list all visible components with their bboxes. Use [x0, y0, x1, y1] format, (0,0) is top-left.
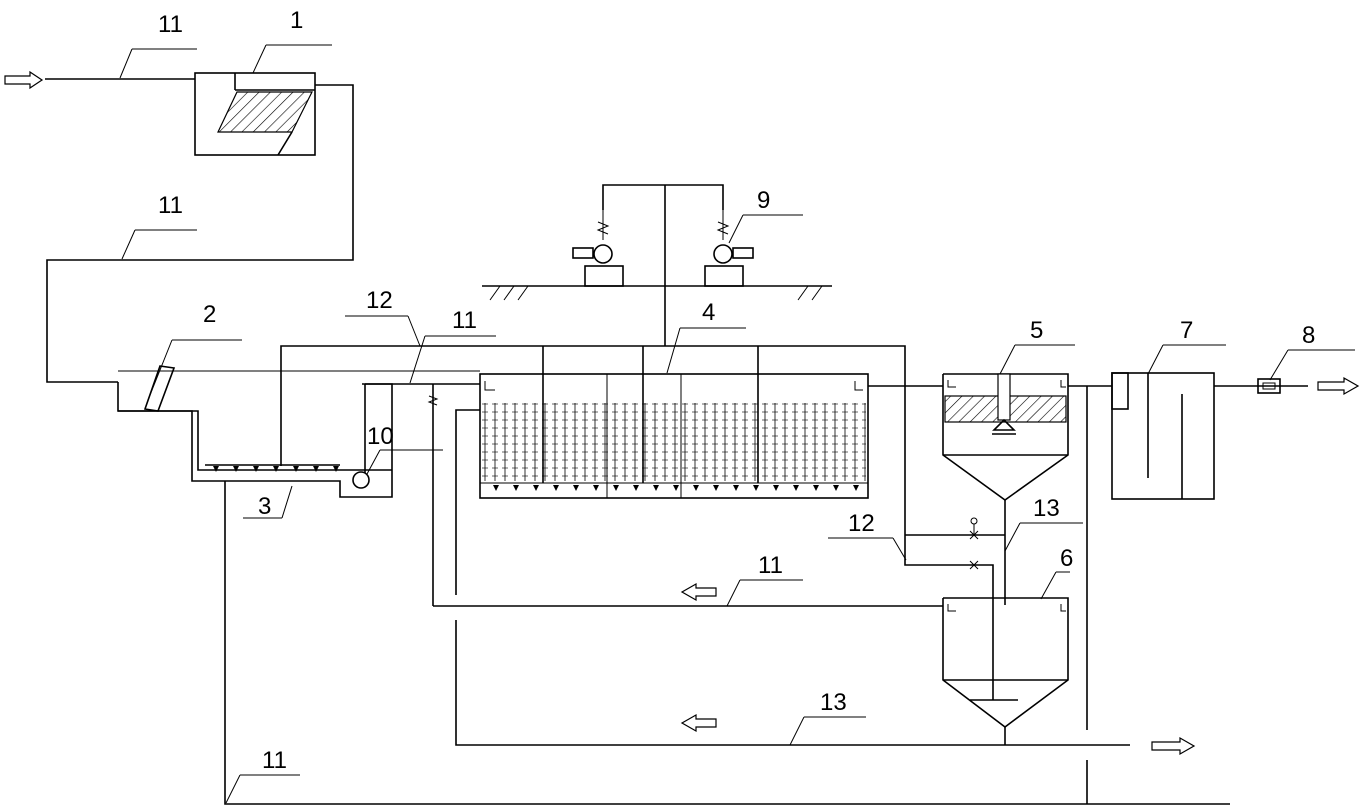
blower-left: [572, 210, 624, 287]
blower-right: [704, 210, 754, 287]
screen-unit: [194, 72, 316, 156]
label-6: 6: [1060, 545, 1073, 572]
label-5: 5: [1030, 317, 1043, 344]
label-9: 9: [757, 187, 770, 214]
return-arrow-lower: [680, 713, 717, 733]
sludge-out-arrow: [1151, 736, 1196, 756]
label-8: 8: [1302, 322, 1315, 349]
pipe-screen-to-grit: [46, 84, 354, 383]
valve-lower: [969, 560, 979, 570]
ground-line: [482, 285, 832, 301]
label-1: 1: [290, 7, 303, 34]
label-13-lower: 13: [820, 689, 847, 716]
blower-header: [602, 184, 724, 210]
sludge-discharge-pipe: [455, 620, 1130, 746]
label-11-top: 11: [158, 11, 183, 38]
drain-pipe: [224, 481, 1230, 805]
label-10: 10: [367, 423, 394, 450]
label-3: 3: [258, 493, 271, 520]
valve-upper: [969, 517, 979, 540]
label-13-upper: 13: [1033, 495, 1060, 522]
air-distribution-pipe: [280, 345, 906, 466]
label-11-bottom: 11: [262, 747, 287, 774]
air-lift-line: [904, 400, 994, 700]
leader-lines: [119, 44, 1355, 804]
disinfection-tank: [1111, 372, 1215, 500]
return-sludge-pipe-upper: [455, 409, 480, 595]
label-12-bottom: 12: [848, 510, 875, 537]
flow-meter: [1257, 378, 1281, 394]
label-12-top: 12: [366, 287, 393, 314]
grit-chamber: [117, 365, 480, 498]
lift-pump: [352, 383, 480, 606]
contact-oxidation-tank: [479, 346, 869, 499]
label-11-return: 11: [758, 552, 783, 579]
label-7: 7: [1180, 317, 1193, 344]
return-arrow-upper: [680, 582, 717, 602]
label-2: 2: [203, 301, 216, 328]
effluent-arrow: [1317, 376, 1360, 396]
label-11-left: 11: [158, 192, 183, 219]
label-4: 4: [702, 299, 715, 326]
regulating-tank-aerators: [205, 464, 340, 472]
sludge-tank: [942, 597, 1069, 729]
label-11-mid: 11: [452, 307, 477, 334]
inlet-arrow: [4, 70, 44, 90]
settling-tank: [942, 373, 1069, 501]
